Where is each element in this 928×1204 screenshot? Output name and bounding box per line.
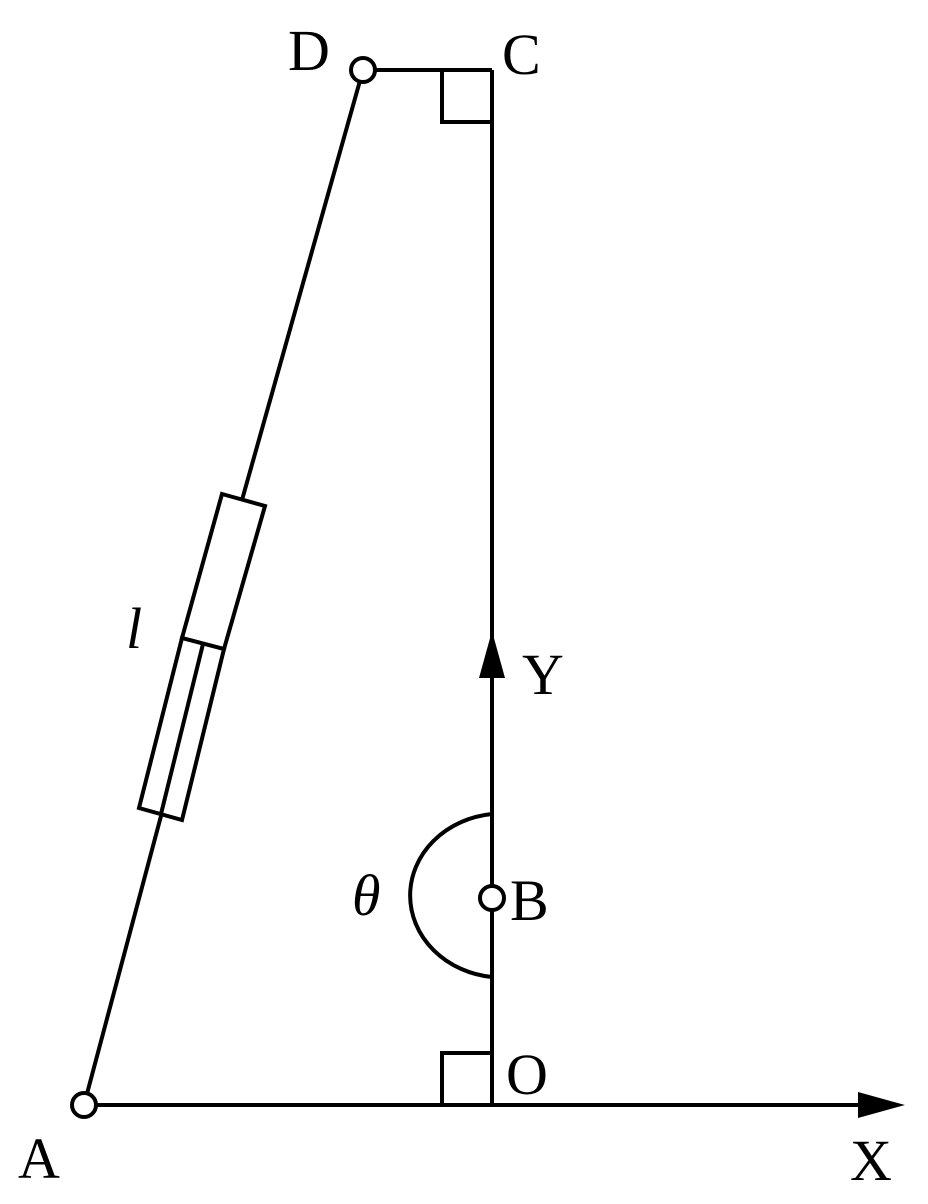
label-length-l: l	[126, 596, 142, 661]
label-point-o: O	[506, 1042, 548, 1107]
actuator-piston-tube	[136, 635, 227, 823]
angle-arc-theta	[408, 812, 493, 979]
x-axis-arrowhead	[858, 1092, 905, 1118]
label-angle-theta: θ	[352, 863, 381, 928]
pivot-a	[70, 1091, 98, 1119]
actuator-cylinder	[179, 491, 268, 652]
label-axis-y: Y	[522, 642, 564, 707]
label-point-b: B	[510, 868, 549, 933]
label-point-a: A	[18, 1126, 60, 1191]
y-axis-arrowhead	[479, 631, 505, 678]
actuator-rod-lower	[82, 815, 163, 1106]
actuator-piston-line	[159, 643, 205, 815]
right-angle-marker-o	[440, 1051, 492, 1105]
pivot-b	[478, 884, 506, 912]
label-point-d: D	[288, 18, 330, 83]
pivot-d	[349, 56, 377, 84]
actuator-rod-upper	[240, 69, 365, 501]
label-point-c: C	[502, 22, 541, 87]
label-axis-x: X	[850, 1128, 892, 1193]
right-angle-marker-c	[440, 70, 492, 124]
